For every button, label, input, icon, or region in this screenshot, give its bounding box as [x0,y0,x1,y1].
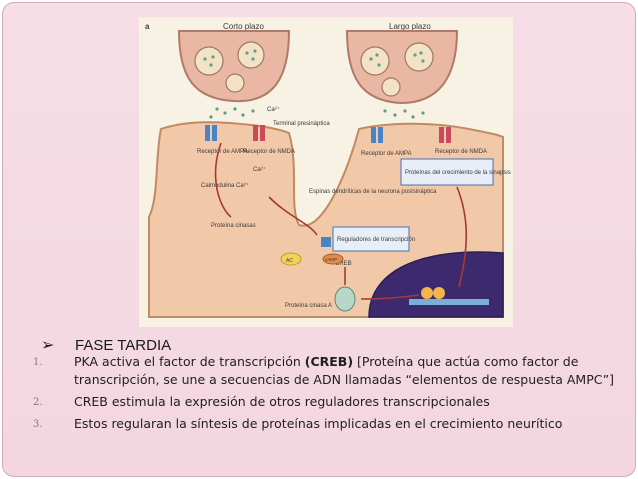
pathway-arrows [214,142,468,300]
dna-strand [409,299,489,305]
growth-proteins-label: Proteínas del crecimiento de la sinapsis [405,170,511,176]
section-heading: ➢ FASE TARDIA [41,335,171,355]
ca-label: Ca²⁺ [267,106,280,113]
right-title: Largo plazo [389,22,431,31]
growth-proteins-box [400,158,494,186]
arrow-bullet-icon: ➢ [41,337,55,354]
item-text: CREB estimula la expresión de otros regu… [74,394,490,409]
ampa-right-label: Receptor de AMPA [361,151,412,157]
panel-letter: a [145,22,150,31]
left-title: Corto plazo [223,22,264,31]
vesicles [194,41,434,97]
item-number: 2. [33,397,43,408]
synapse-diagram: a Corto plazo Largo plazo Ca²⁺ [145,22,511,318]
camp-shape [322,253,344,265]
terminal-label: Terminal presináptica [273,121,330,127]
nmda-left-label: Receptor de NMDA [243,149,295,155]
item-text: Estos regularan la síntesis de proteínas… [74,416,563,431]
pka-shape [334,286,356,312]
creb-dimer-a [421,287,433,299]
heading-label: FASE TARDIA [75,336,172,354]
vesicle-dots [203,49,425,119]
item-text: PKA activa el factor de transcripción (C… [74,354,615,387]
proteina-cinasas-label: Proteína cinasas [211,223,256,229]
list-item: 3. Estos regularan la síntesis de proteí… [33,415,623,433]
channel-shape [321,237,331,247]
creb-dimer-b [433,287,445,299]
creb-bold: (CREB) [304,354,354,369]
ac-shape [280,252,302,266]
ampa-left-label: Receptor de AMPA [197,149,248,155]
receptors [205,125,451,143]
ca2-label: Ca²⁺ [253,166,266,173]
list-item: 2. CREB estimula la expresión de otros r… [33,393,623,411]
regulators-box [332,226,410,252]
ac-label: AC [286,258,293,264]
regulators-label: Reguladores de transcripción [337,237,415,243]
list-item: 1. PKA activa el factor de transcripción… [33,353,623,389]
calmodulina-label: Calmodulina Ca²⁺ [201,182,249,189]
camp-label: cAMP [325,257,337,262]
item-number: 3. [33,419,43,430]
item-number: 1. [33,357,43,368]
nmda-right-label: Receptor de NMDA [435,149,487,155]
creb-label: CREB [335,261,352,267]
steps-list: 1. PKA activa el factor de transcripción… [33,353,623,437]
synapse-figure: a Corto plazo Largo plazo Ca²⁺ [139,17,513,327]
pka-label: Proteína cinasa A [285,303,332,309]
espinas-label: Espinas dendríticas de la neurona postsi… [309,189,437,195]
